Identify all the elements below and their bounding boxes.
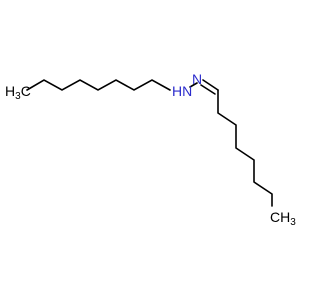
n-n-bond [189, 82, 198, 88]
left-alkyl-chain-bonds [26, 79, 171, 91]
bonds [26, 79, 273, 207]
atom-labels: H3C HN N CH3 [5, 71, 296, 228]
n-atom-label: N [192, 71, 202, 87]
right-alkyl-chain-bonds [217, 89, 273, 207]
molecule-diagram: H3C HN N CH3 [5, 71, 296, 228]
imine-double-bond-b [200, 84, 216, 95]
right-methyl-label: CH3 [270, 209, 296, 228]
nh-atom-label: HN [172, 83, 192, 99]
imine-double-bond-a [202, 79, 219, 91]
structure-canvas: H3C HN N CH3 [5, 71, 297, 228]
left-methyl-label: H3C [5, 83, 31, 102]
